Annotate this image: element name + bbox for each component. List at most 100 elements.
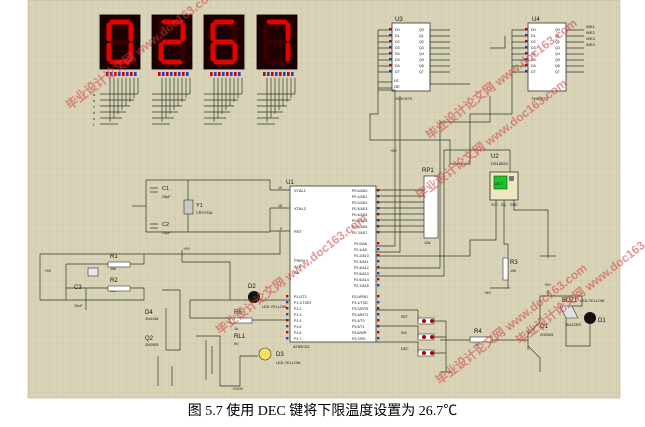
latch-d-pin-label: D6 [531,64,536,68]
svg-text:DEC: DEC [401,347,409,351]
svg-text:D3: D3 [276,352,284,358]
p1-pin-label: P1.0/T2 [294,295,307,299]
latch-d-pin-label: D7 [395,70,400,74]
svg-text:BUZ1: BUZ1 [562,298,578,304]
pin-state-marker [377,301,380,304]
display-pin [291,72,294,76]
display-pin [186,72,189,76]
pin-state-marker [377,307,380,310]
svg-text:RST: RST [294,229,303,234]
pin-state-marker [525,52,528,55]
p3-pin-label: P3.1/TXD [352,301,368,305]
key-switches: SET INC DEC [401,315,435,357]
display-pin [222,72,225,76]
svg-text:e: e [93,116,96,121]
latch-d-pin-label: D5 [531,58,536,62]
svg-text:1k: 1k [474,343,478,347]
svg-text:U1: U1 [286,180,294,186]
svg-text:DS18B20: DS18B20 [491,161,509,166]
svg-text:a: a [93,92,96,97]
display-wiring [100,78,296,125]
p2-pin-label: P2.7/A15 [354,284,369,288]
p2-pin-label: P2.1/A9 [354,248,367,252]
display-pin [118,72,121,76]
display-pin [234,72,237,76]
pin-state-marker [377,337,380,340]
relay-wires [157,250,290,387]
latch-d-pin-label: D4 [395,52,400,56]
display-pin [162,72,165,76]
svg-text:BUZZER: BUZZER [566,323,581,327]
latch-q-pin-label: Q3 [419,46,424,50]
svg-text:LED-YELLOW: LED-YELLOW [276,361,301,365]
svg-text:d: d [93,110,95,115]
data-bus-wires [369,30,513,277]
p2-pin-label: P2.4/A12 [354,266,369,270]
pin-state-marker [377,242,380,245]
latch-q-pin-label: Q5 [555,58,560,62]
display-pin [279,72,282,76]
pin-state-marker [286,295,289,298]
svg-text:VCC: VCC [491,203,499,207]
svg-text:D2: D2 [248,284,256,290]
latch-d-pin-label: D4 [531,52,536,56]
display-pin [182,72,185,76]
pin-state-marker [525,40,528,43]
p3-pin-label: P3.0/RXD [352,295,368,299]
svg-text:10k: 10k [110,267,116,271]
svg-text:c: c [93,104,95,109]
latch-q-pin-label: Q1 [555,34,560,38]
rp1-resistor-pack: RP1 10k [422,168,439,245]
pin-state-marker [389,34,392,37]
pin-state-marker [377,248,380,251]
svg-text:2N2905: 2N2905 [540,333,553,337]
display-pin [178,72,181,76]
latch-d-pin-label: D2 [395,40,400,44]
pin-state-marker [286,331,289,334]
pin-state-marker [525,64,528,67]
p3-pin-label: P3.4/T0 [352,319,365,323]
u3-pin-wires [378,29,450,89]
p2-pin-label: P2.6/A14 [354,278,369,282]
p1-pin-label: P1.4 [294,319,301,323]
display-pin [114,72,117,76]
display-pin [110,72,113,76]
svg-text:OE: OE [394,84,400,89]
svg-text:R6: R6 [234,310,242,316]
latch-d-pin-label: D2 [531,40,536,44]
display-pin [130,72,133,76]
pin-state-marker [377,254,380,257]
svg-text:D1: D1 [598,318,606,324]
pin-state-marker [389,40,392,43]
display-pin [170,72,173,76]
latch-d-pin-label: D0 [531,28,536,32]
seven-segment-display-group [99,14,298,76]
pin-state-marker [525,28,528,31]
latch-d-pin-label: D6 [395,64,400,68]
p3-pin-label: P3.7/RD [352,337,366,341]
pin-state-marker [525,46,528,49]
latch-d-pin-label: D0 [395,28,400,32]
svg-text:U2: U2 [491,154,499,160]
latch-d-pin-label: D1 [395,34,400,38]
latch-q-pin-label: Q7 [555,70,560,74]
p2-pin-label: P2.2/A10 [354,254,369,258]
p0-pin-label: P0.2/AD2 [352,201,367,205]
display-pin [210,72,213,76]
pin-state-marker [377,331,380,334]
display-pin [283,72,286,76]
p1-pin-label: P1.6 [294,331,301,335]
reset-wires [39,231,281,310]
latch-q-pin-label: Q0 [555,28,560,32]
svg-text:XTAL2: XTAL2 [294,206,307,211]
display-pin [134,72,137,76]
svg-text:WE1: WE1 [586,24,595,29]
svg-text:+5V: +5V [544,283,551,287]
svg-text:WE2: WE2 [586,30,595,35]
pin-state-marker [377,284,380,287]
svg-text:Q2: Q2 [145,336,154,342]
display-pin [218,72,221,76]
